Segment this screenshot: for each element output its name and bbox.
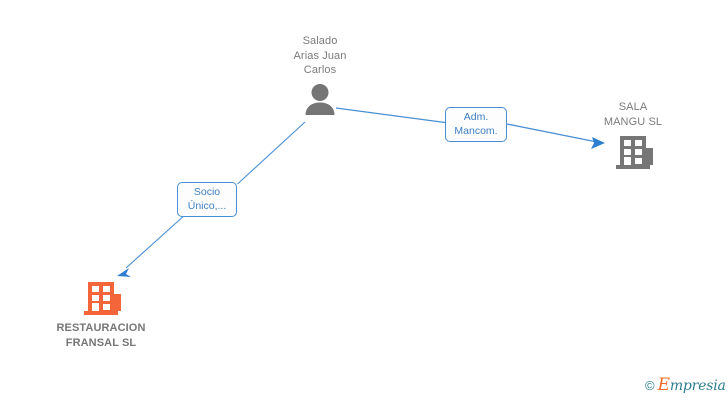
brand-name: Empresia xyxy=(658,377,726,394)
node-person-caption-line-1: Salado xyxy=(302,35,338,47)
node-person[interactable]: Salado Arias Juan Carlos xyxy=(262,34,378,115)
empresia-watermark: © Empresia xyxy=(645,377,726,394)
node-company-sala-caption-line-1: SALA xyxy=(618,101,648,113)
edge-line-adm-label-to-sala xyxy=(506,123,598,143)
node-company-sala-caption: SALA MANGU SL xyxy=(573,100,693,129)
node-person-caption-line-2: Arias Juan xyxy=(293,49,347,62)
node-company-restauracion-caption-line-1: RESTAURACION xyxy=(56,322,146,334)
edge-arrowhead-sala xyxy=(591,137,605,149)
edge-label-adm-mancom-line-2: Mancom. xyxy=(454,125,498,137)
building-icon[interactable] xyxy=(573,135,693,169)
node-person-caption-line-3: Carlos xyxy=(303,64,337,76)
edge-line-person-to-socio-label xyxy=(237,121,306,185)
edge-label-socio-unico[interactable]: Socio Único,... xyxy=(177,182,237,217)
node-person-caption: Salado Arias Juan Carlos xyxy=(262,34,378,78)
copyright-icon: © xyxy=(645,378,655,393)
edge-line-person-to-adm-label xyxy=(335,107,446,124)
edge-label-socio-unico-line-2: Único,... xyxy=(187,200,227,212)
brand-initial: E xyxy=(657,375,670,395)
edge-arrowhead-restauracion xyxy=(117,268,131,277)
node-company-restauracion-caption-line-2: FRANSAL SL xyxy=(65,336,137,349)
node-company-sala-caption-line-2: MANGU SL xyxy=(603,115,663,128)
person-icon[interactable] xyxy=(262,83,378,115)
edge-label-adm-mancom-line-1: Adm. xyxy=(463,111,489,123)
node-company-restauracion-caption: RESTAURACION FRANSAL SL xyxy=(31,321,171,350)
building-icon[interactable] xyxy=(31,281,171,315)
node-company-sala[interactable]: SALA MANGU SL xyxy=(573,100,693,169)
edge-label-adm-mancom[interactable]: Adm. Mancom. xyxy=(445,107,507,142)
edge-label-socio-unico-line-1: Socio xyxy=(193,186,221,198)
edge-line-socio-label-to-restauracion xyxy=(125,213,187,269)
brand-rest: mpresia xyxy=(669,378,726,394)
node-company-restauracion[interactable]: RESTAURACION FRANSAL SL xyxy=(31,281,171,350)
